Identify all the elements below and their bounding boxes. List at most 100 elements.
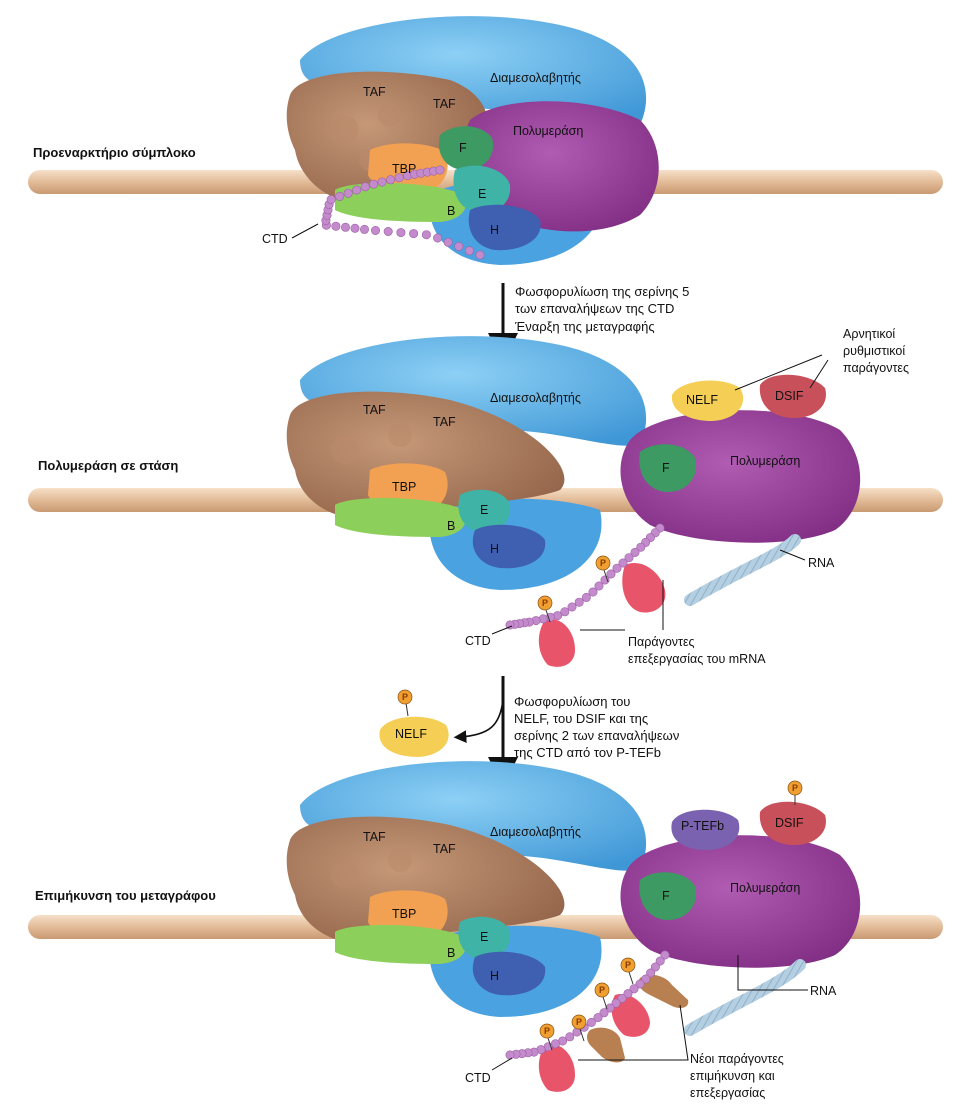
phosphate: P [539, 1023, 555, 1051]
rna [684, 534, 801, 606]
svg-text:P: P [542, 598, 548, 608]
e-label: E [480, 503, 488, 517]
tbp-label: TBP [392, 162, 416, 176]
tf-e [453, 165, 511, 213]
ctd-bead [505, 1050, 515, 1060]
e-label: E [478, 187, 486, 201]
tf-f [438, 126, 494, 170]
ctd-bead [370, 226, 380, 236]
released-nelf-label: NELF [395, 727, 427, 741]
ctd-bead [586, 1017, 596, 1027]
svg-text:P: P [599, 985, 605, 995]
tf-b [335, 925, 467, 964]
taf-complex [286, 391, 565, 520]
ctd-bead [377, 177, 387, 187]
ctd-bead [606, 569, 616, 579]
taf-label-2: TAF [433, 415, 456, 429]
h-label: H [490, 969, 499, 983]
mediator-label: Διαμεσολαβητής [490, 391, 581, 405]
ctd-tail [505, 523, 665, 630]
rna-label: RNA [808, 556, 835, 570]
transition-2-line4: της CTD από τον P-TEFb [514, 745, 661, 760]
ctd-bead [565, 1032, 575, 1042]
tf-b [335, 183, 467, 222]
ctd-bead [660, 950, 670, 960]
ctd-bead [475, 250, 485, 260]
ctd-bead [594, 581, 604, 591]
ctd-bead [623, 989, 633, 999]
taf-label-1: TAF [363, 85, 386, 99]
ctd-bead [352, 185, 362, 195]
ctd-bead [433, 233, 443, 243]
ctd-bead [636, 542, 646, 552]
rna [684, 959, 806, 1036]
transition-2-line3: σερίνης 2 των επαναλήψεων [514, 728, 679, 743]
new-factors-line1: Νέοι παράγοντες [690, 1052, 784, 1066]
elongation-factor [587, 1027, 625, 1063]
ctd-bead [605, 1003, 615, 1013]
ctd-bead [629, 984, 639, 994]
ctd-bead [369, 179, 379, 189]
ctd-bead [360, 182, 370, 192]
phosphate: P [594, 982, 610, 1010]
h-label: H [490, 542, 499, 556]
processing-factor [622, 562, 666, 613]
taf-complex [286, 71, 488, 205]
b-label: B [447, 519, 455, 533]
ctd-bead [340, 222, 350, 232]
ctd-bead [421, 230, 431, 240]
polymerase-label: Πολυμεράση [730, 454, 800, 468]
h-label: H [490, 223, 499, 237]
new-factors-line3: επεξεργασίας [690, 1086, 765, 1100]
ctd-bead [443, 237, 453, 247]
tf-h [472, 524, 546, 569]
transition-1-line2: των επαναλήψεων της CTD [515, 301, 674, 316]
b-label: B [447, 946, 455, 960]
polymerase [463, 101, 659, 232]
f-label: F [459, 141, 467, 155]
ctd-label: CTD [262, 232, 288, 246]
transition-2-line2: NELF, του DSIF και της [514, 711, 648, 726]
rna-label: RNA [810, 984, 837, 998]
stage-2-paused: P P Πολυμεράση σε στάση Διαμεσολαβητής T… [28, 327, 943, 667]
ctd-bead [326, 195, 336, 205]
phosphate: P [571, 1014, 587, 1042]
ctd-bead [335, 191, 345, 201]
ctd-tail [505, 950, 670, 1060]
new-factors-line2: επιμήκυνση και [690, 1069, 775, 1083]
svg-text:P: P [792, 783, 798, 793]
taf-label-2: TAF [433, 97, 456, 111]
ctd-bead [612, 563, 622, 573]
phosphate: P [620, 957, 636, 985]
phosphate: P [787, 780, 803, 805]
negative-factors-line1: Αρνητικοί [843, 327, 895, 341]
svg-text:P: P [576, 1017, 582, 1027]
svg-text:P: P [402, 692, 408, 702]
ctd-bead [560, 607, 570, 617]
released-nelf: P NELF [379, 689, 449, 757]
processing-factors-line1: Παράγοντες [628, 635, 695, 649]
taf-label-1: TAF [363, 403, 386, 417]
ctd-bead [464, 246, 474, 256]
elongation-factor [638, 974, 689, 1008]
b-label: B [447, 204, 455, 218]
ctd-bead [505, 620, 515, 630]
transition-2: P NELF Φωσφορυλίωση του NELF, του DSIF κ… [379, 676, 679, 787]
ctd-bead [343, 188, 353, 198]
stage-1-title: Προεναρκτήριο σύμπλοκο [33, 145, 196, 160]
transition-1-line1: Φωσφορυλίωση της σερίνης 5 [515, 284, 689, 299]
taf-label-1: TAF [363, 830, 386, 844]
nelf [671, 380, 744, 421]
ctd-bead [618, 558, 628, 568]
f-label: F [662, 461, 670, 475]
processing-factor [611, 994, 650, 1037]
phosphate: P [595, 555, 611, 583]
ctd-bead [574, 597, 584, 607]
mediator-label: Διαμεσολαβητής [490, 71, 581, 85]
svg-text:P: P [625, 960, 631, 970]
tf-f [639, 444, 697, 492]
ptefb-label: P-TEFb [681, 819, 724, 833]
ctd-bead [383, 227, 393, 237]
taf-label-2: TAF [433, 842, 456, 856]
